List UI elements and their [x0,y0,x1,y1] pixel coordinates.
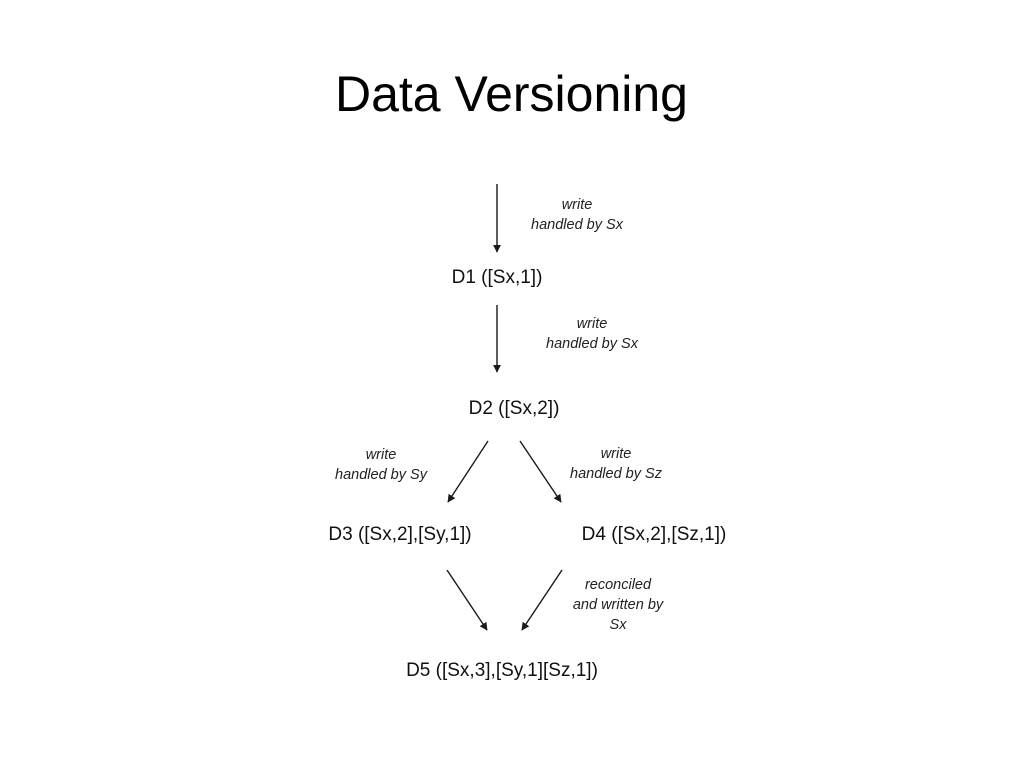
edge-label-e2-line1: write [366,447,397,463]
arrow-d4-to-d5 [521,569,563,631]
node-d3: D3 ([Sx,2],[Sy,1]) [328,524,471,545]
edge-label-e4-line3: Sx [610,617,628,633]
edge-label-e4-line1: reconciled [585,577,652,593]
edge-label-e2-line2: handled by Sy [335,467,428,483]
edge-label-e0-line2: handled by Sx [531,217,624,233]
arrow-d2-to-d4 [519,440,562,503]
edge-label-e4-line2: and written by [573,597,664,613]
arrow-d3-to-d5 [446,569,488,631]
node-d1: D1 ([Sx,1]) [452,267,543,288]
edge-label-e1-line1: write [577,316,608,332]
arrow-d2-to-d3 [447,440,489,503]
node-d2: D2 ([Sx,2]) [469,398,560,419]
edge-label-e0-line1: write [562,197,593,213]
slide-title: Data Versioning [334,66,688,122]
edge-label-e3-line2: handled by Sz [570,466,663,482]
node-d4: D4 ([Sx,2],[Sz,1]) [582,524,727,545]
edge-label-e3-line1: write [601,446,632,462]
edge-label-e1-line2: handled by Sx [546,336,639,352]
node-d5: D5 ([Sx,3],[Sy,1][Sz,1]) [406,660,598,681]
